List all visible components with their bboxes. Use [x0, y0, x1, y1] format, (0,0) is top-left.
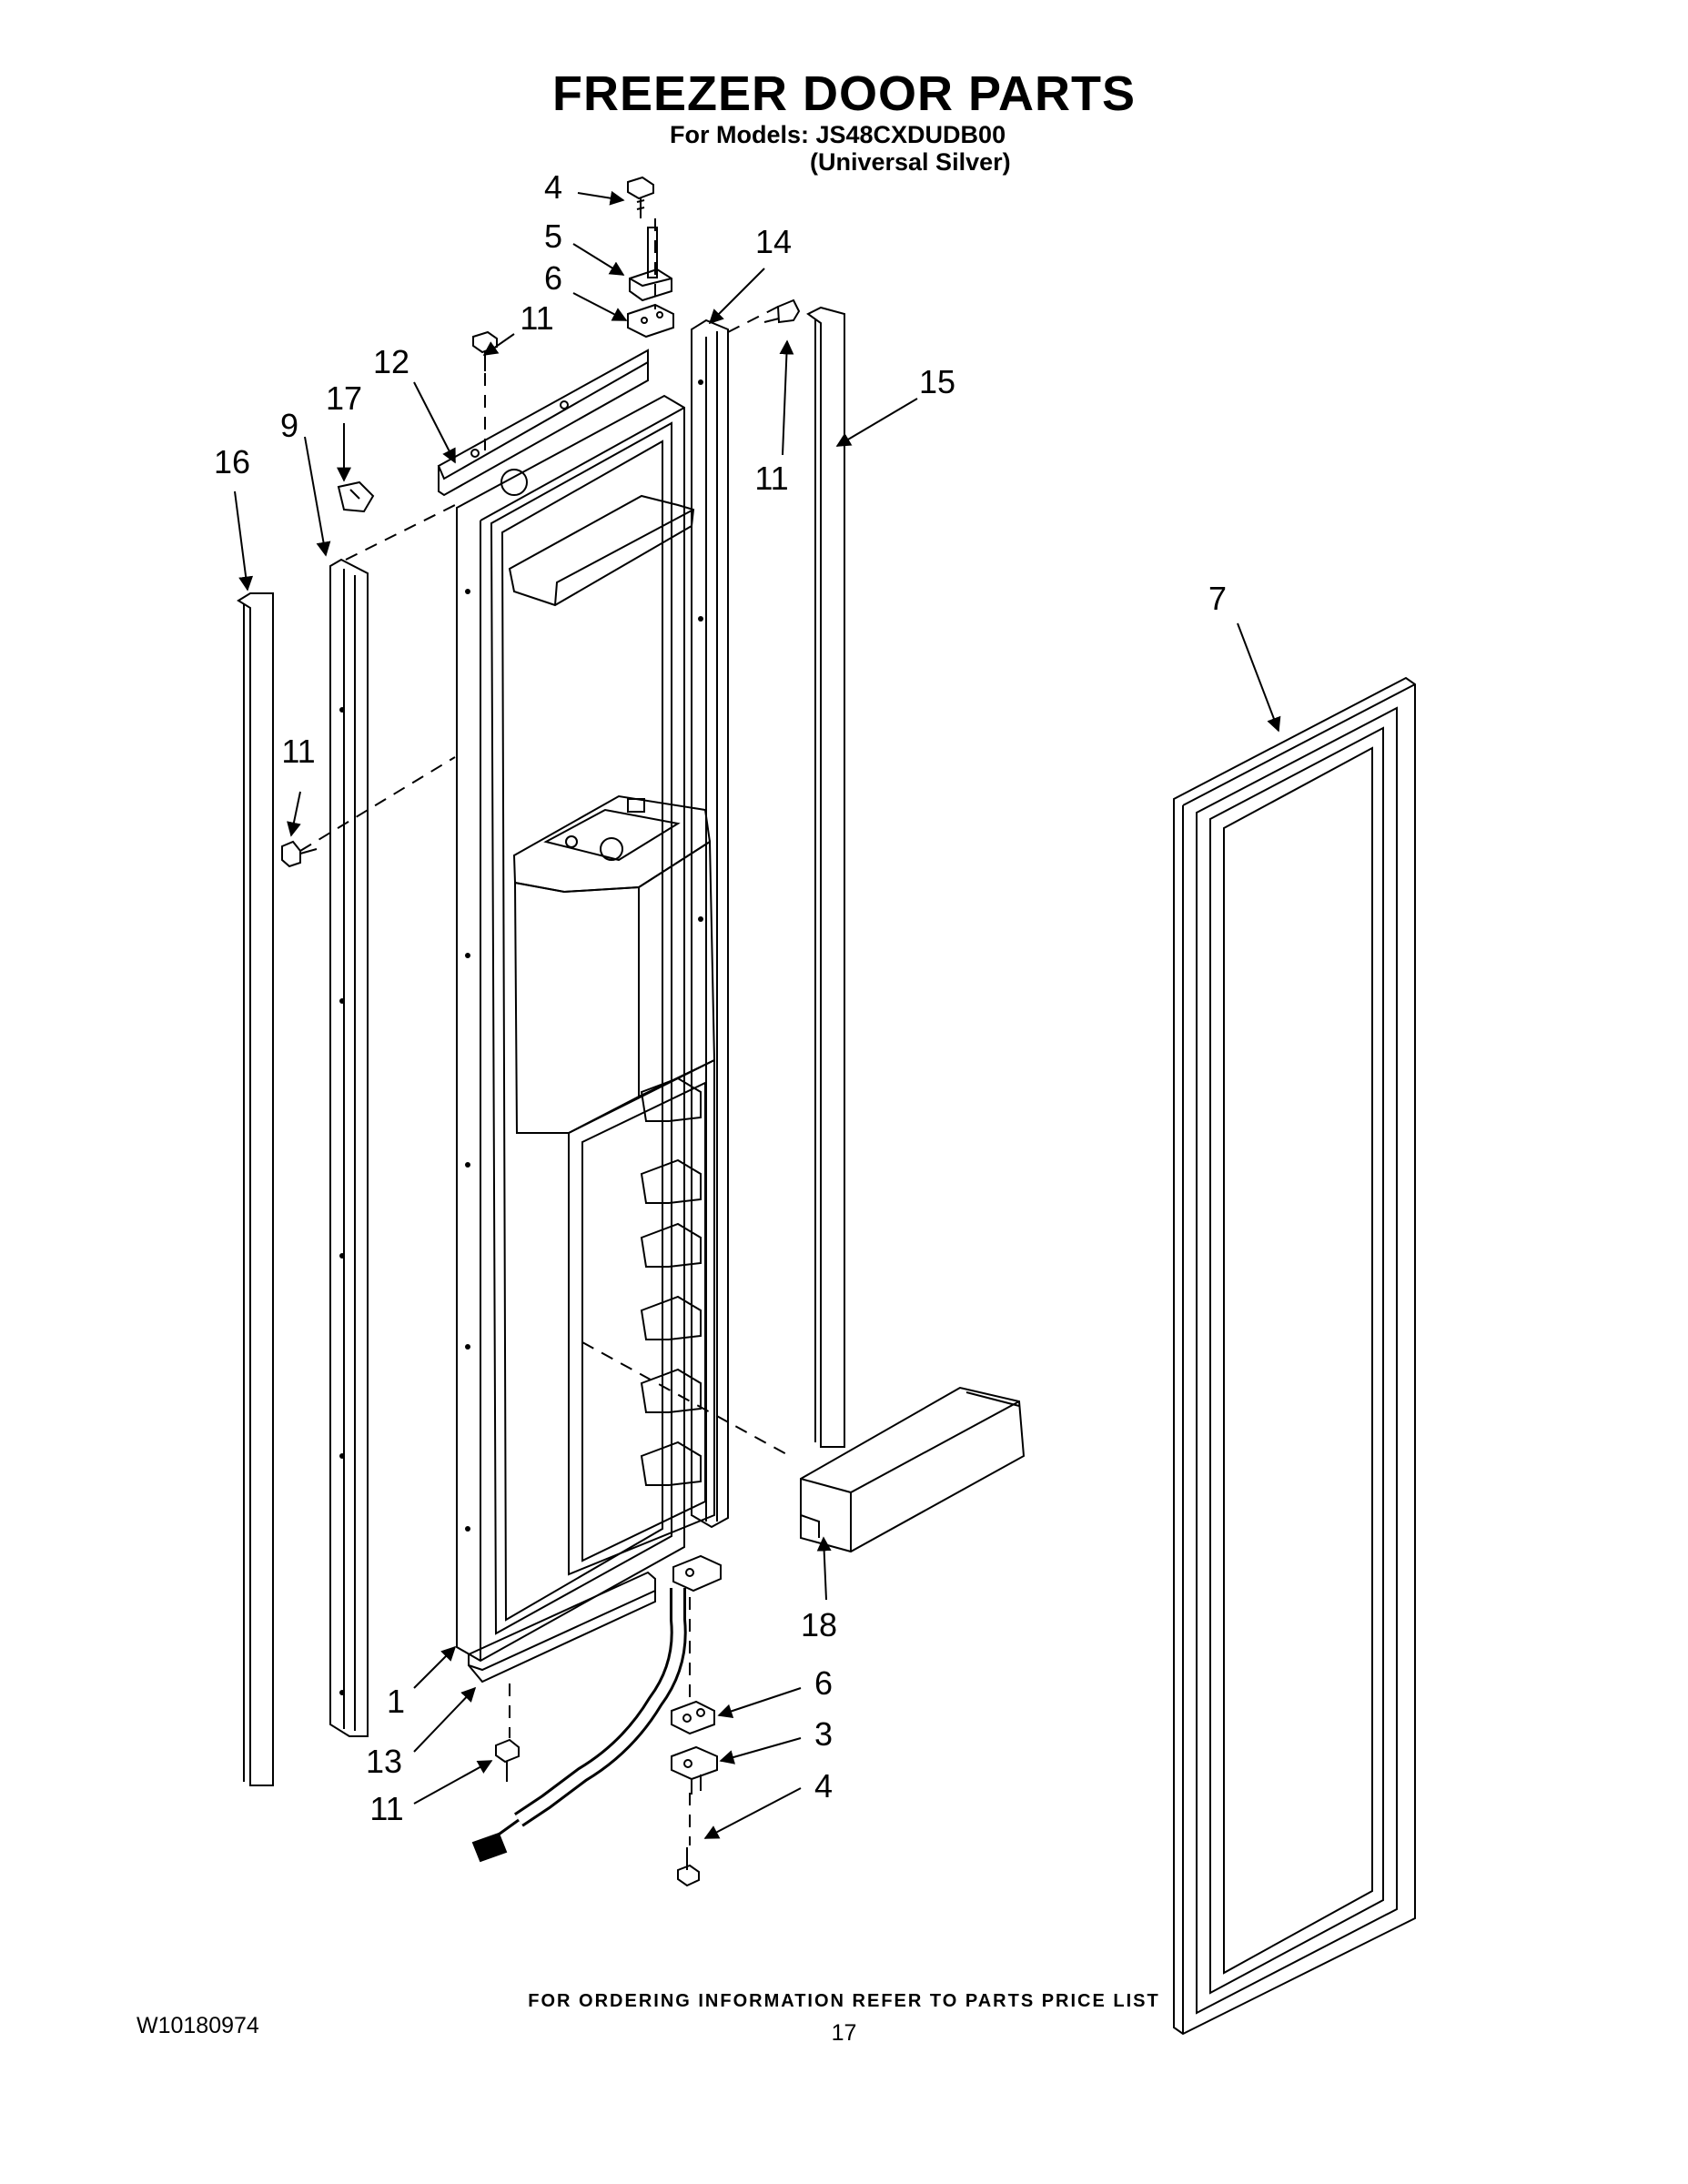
bottom-bracket-13	[468, 1571, 656, 1684]
hinge-pin-5	[629, 227, 672, 302]
page-number: 17	[831, 2020, 857, 2046]
hinge-plate-6-top	[627, 303, 674, 339]
hinge-plate-3	[671, 1745, 718, 1795]
callout-11-bottom: 11	[369, 1790, 403, 1827]
hinge-plate-6-bottom	[671, 1700, 715, 1735]
callout-5: 5	[544, 217, 562, 255]
callout-14: 14	[755, 223, 792, 260]
callout-11-top-right: 11	[754, 460, 788, 497]
screw-11-top-hinge	[472, 330, 498, 371]
callout-12: 12	[373, 343, 409, 380]
ordering-note: FOR ORDERING INFORMATION REFER TO PARTS …	[528, 1991, 1160, 2011]
models-line: For Models: JS48CXDUDB00	[670, 121, 1006, 148]
leader-arrows	[234, 190, 1281, 1839]
callout-labels: 4 5 6 11 12 17 9 16 14 15 11 11 7 18 1 1…	[214, 168, 1227, 1827]
callout-4-bottom: 4	[814, 1767, 833, 1805]
callout-7: 7	[1208, 580, 1227, 617]
callout-4-top: 4	[544, 168, 562, 206]
screw-4-bottom	[677, 1847, 700, 1887]
side-trim-9	[329, 558, 369, 1737]
door-body-1	[456, 394, 716, 1663]
door-bin-brackets	[640, 1077, 702, 1486]
screw-11-top-right	[763, 298, 801, 324]
screw-11-bottom	[495, 1738, 520, 1782]
door-gasket-7	[1173, 676, 1416, 2036]
door-bin-18	[800, 1386, 1026, 1553]
callout-16: 16	[214, 443, 250, 480]
screw-11-left	[281, 840, 318, 868]
screw-4-top	[627, 176, 654, 218]
trim-strip-16	[237, 592, 274, 1786]
bottom-hinge-bracket	[672, 1554, 722, 1592]
document-number: W10180974	[136, 2013, 259, 2038]
callout-17: 17	[326, 379, 362, 417]
callout-6-top: 6	[544, 259, 562, 297]
callout-3: 3	[814, 1715, 833, 1753]
alignment-lines	[299, 218, 791, 1845]
callout-18: 18	[801, 1606, 837, 1643]
callout-11-top-hinge: 11	[520, 299, 553, 337]
side-trim-14	[691, 318, 729, 1529]
finish-line: (Universal Silver)	[810, 148, 1011, 176]
wire-harness	[471, 1588, 687, 1863]
callout-11-left: 11	[281, 733, 315, 770]
callout-13: 13	[366, 1743, 402, 1780]
trim-strip-15	[806, 306, 845, 1448]
top-bracket-12	[437, 349, 649, 497]
page-title: FREEZER DOOR PARTS	[551, 66, 1137, 121]
callout-6-bottom: 6	[814, 1664, 833, 1702]
clip-17	[337, 480, 375, 513]
callout-9: 9	[280, 407, 298, 444]
callout-1: 1	[387, 1683, 405, 1720]
callout-15: 15	[919, 363, 955, 400]
